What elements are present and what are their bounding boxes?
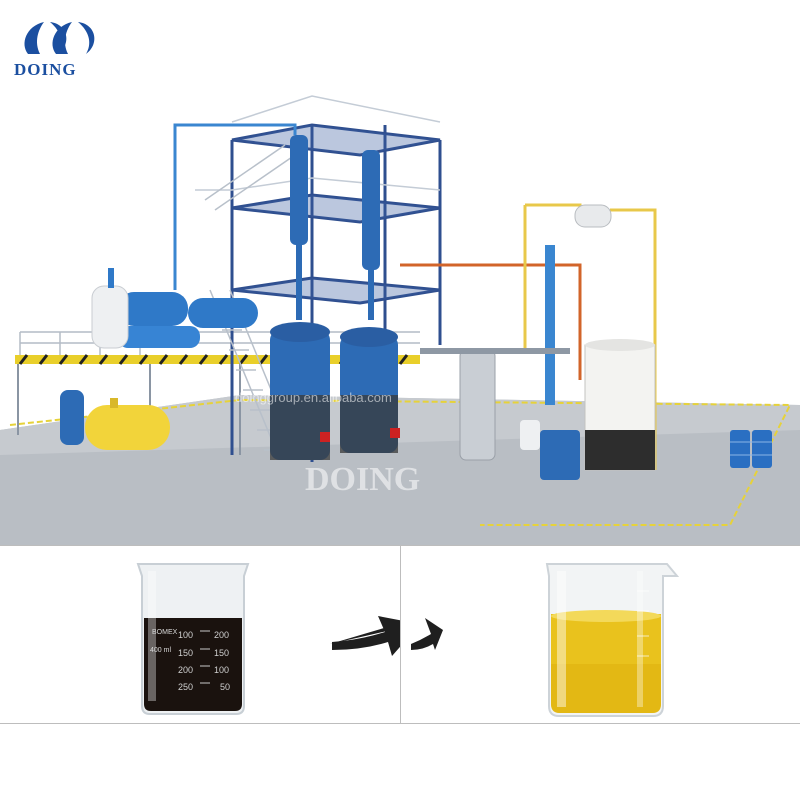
desulfurizer	[459, 349, 496, 461]
oil-drum	[752, 430, 772, 468]
divider-middle	[400, 545, 401, 723]
tower-frame	[230, 123, 442, 462]
gas-pipe	[400, 263, 582, 380]
logo-text: DOING	[14, 60, 77, 79]
refined-oil-panel	[401, 546, 800, 723]
horizontal-condenser	[188, 298, 258, 328]
refined-oil-beaker	[411, 563, 680, 717]
condenser-column	[362, 150, 380, 270]
oil-drum	[730, 430, 750, 468]
boundary-line	[9, 398, 792, 526]
watermark-url: doinggroup.en.alibaba.com	[235, 390, 392, 405]
gas-separator	[574, 204, 612, 228]
crude-oil-panel: BOMEX 400 ml 100 150 200 250 200 150 100…	[0, 546, 420, 723]
scale-right-label: 150	[214, 648, 229, 658]
plant-scene: doinggroup.en.alibaba.com DOING	[0, 95, 800, 545]
doing-logo	[10, 14, 100, 84]
platform-edge	[15, 355, 420, 364]
vapor-pipe	[173, 123, 297, 290]
scale-left-label: 200	[178, 665, 193, 675]
pyrolysis-plant-illustration: doinggroup.en.alibaba.com DOING	[0, 95, 800, 545]
blower	[540, 430, 580, 480]
scale-right-label: 200	[214, 630, 229, 640]
scale-left-label: 150	[178, 648, 193, 658]
buffer-tank	[91, 285, 129, 349]
crude-oil-beaker: BOMEX 400 ml 100 150 200 250 200 150 100…	[136, 563, 420, 715]
scale-left-label: 250	[178, 682, 193, 692]
horizontal-condenser	[118, 292, 188, 326]
doing-logo-icon	[24, 22, 95, 54]
beaker-capacity: 400 ml	[150, 647, 171, 654]
right-arrow-icon	[411, 618, 443, 650]
right-arrow-icon	[332, 616, 420, 656]
scale-right-label: 100	[214, 665, 229, 675]
condenser-column	[290, 135, 308, 245]
beaker-brand: BOMEX	[152, 629, 178, 636]
crude-oil-liquid	[144, 618, 242, 711]
oil-storage-tank	[85, 405, 170, 450]
water-tank	[60, 390, 84, 445]
scale-left-label: 100	[178, 630, 193, 640]
watermark-brand: DOING	[305, 461, 420, 498]
scale-right-label: 50	[220, 682, 230, 692]
divider-bottom	[0, 723, 800, 724]
